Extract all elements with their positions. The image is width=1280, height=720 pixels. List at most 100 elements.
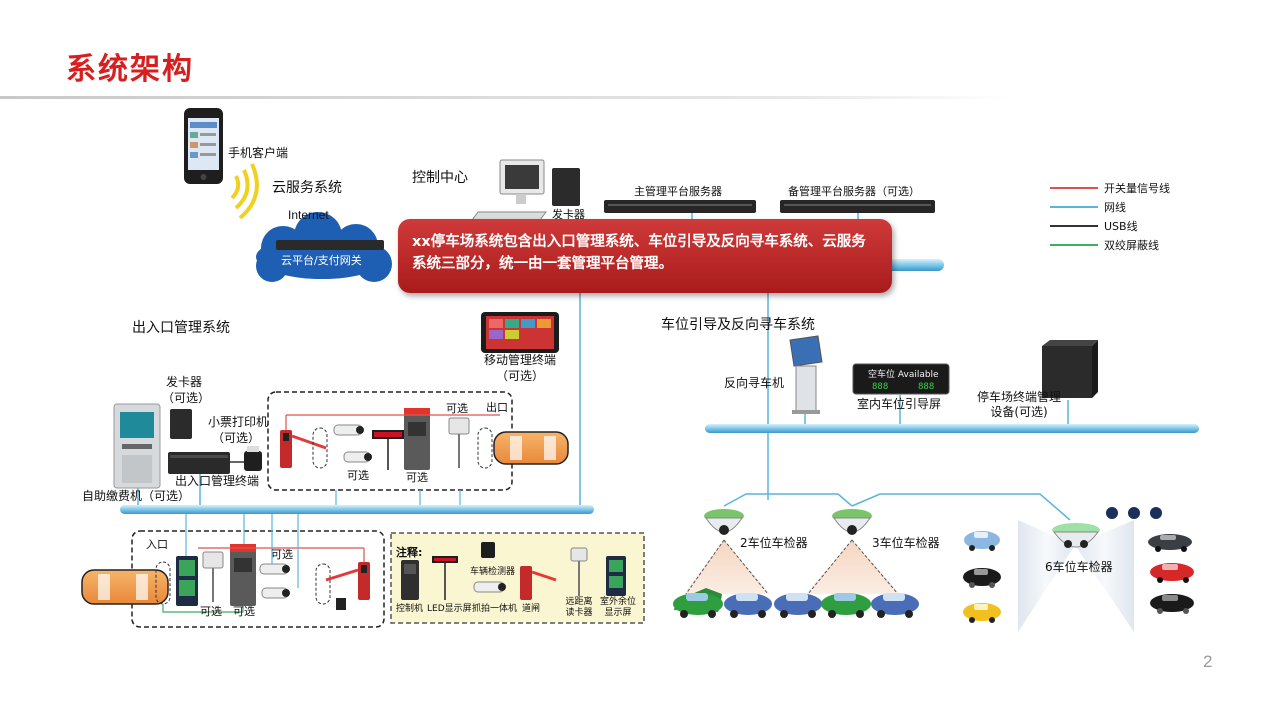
side-car-left-3: [963, 603, 1001, 623]
indoor-screen-label: 室内车位引导屏: [857, 397, 942, 411]
exit-camera-icon: [333, 424, 372, 463]
detector-2-cone: [684, 540, 770, 594]
note-outdoor-display-icon: [606, 556, 626, 596]
note-barrier-icon: [520, 566, 557, 600]
parked-car-1: [673, 588, 723, 618]
gateway-device: [276, 240, 384, 250]
note-outdoor-display-label: 室外余位显示屏: [599, 597, 636, 618]
exit-vehicle-detector-2: [477, 427, 493, 469]
note-led-screen-label: LED显示屏: [427, 604, 472, 614]
title-divider: [0, 96, 1010, 99]
legend-label-twisted-pair: 双绞屏蔽线: [1104, 239, 1159, 252]
note-capture-camera-icon: [473, 581, 506, 593]
legend-item-switch-signal: 开关量信号线: [1050, 180, 1250, 196]
internet-label: Internet: [288, 208, 329, 222]
entrance-terminal-label: 出入口管理终端: [175, 474, 260, 488]
exit-led-screen-icon: [372, 430, 404, 470]
entrance-card-issuer-icon: [170, 409, 192, 439]
exit-barrier-icon: [280, 430, 327, 468]
kiosk-label: 自助缴费机（可选）: [82, 489, 191, 503]
legend-line-usb: [1050, 225, 1098, 227]
entry-car-icon: [81, 569, 169, 605]
side-car-left-1: [964, 531, 1000, 551]
optional-mark-entry-controller: 可选: [233, 605, 255, 618]
parked-car-3: [774, 593, 822, 618]
legend-label-usb: USB线: [1104, 220, 1138, 233]
exit-car-icon: [493, 431, 569, 465]
detector-3-icon: [832, 509, 872, 535]
summary-callout-text: xx停车场系统包含出入口管理系统、车位引导及反向寻车系统、云服务系统三部分，统一…: [412, 234, 866, 272]
more-dot-1: [1106, 507, 1118, 519]
receipt-printer-icon: [244, 446, 262, 471]
detector-3-cone-b: [852, 540, 900, 594]
exit-label: 出口: [486, 401, 508, 414]
legend-label-network: 网线: [1104, 201, 1126, 214]
entry-label: 入口: [146, 538, 168, 551]
kiosk-icon: [113, 403, 161, 489]
more-dot-3: [1150, 507, 1162, 519]
entry-controller-icon: [230, 544, 256, 606]
side-car-right-1: [1148, 534, 1192, 552]
detector-6-beam-right: [1075, 520, 1134, 632]
detector-3-label: 3车位车检器: [872, 536, 940, 550]
note-card-reader-icon: [570, 547, 588, 596]
exit-card-reader-icon: [448, 417, 470, 468]
entrance-system-title: 出入口管理系统: [132, 320, 230, 336]
tablet-icon: [481, 312, 559, 353]
legend-item-twisted-pair: 双绞屏蔽线: [1050, 237, 1250, 253]
parked-car-2: [724, 593, 772, 618]
detector-6-label: 6车位车检器: [1045, 560, 1113, 574]
entry-vehicle-detector: [155, 561, 171, 605]
legend-line-switch-signal: [1050, 187, 1098, 189]
detector-6-beam-left: [1018, 520, 1075, 632]
legend-line-network: [1050, 206, 1098, 208]
backup-server-label: 备管理平台服务器（可选）: [788, 185, 920, 198]
optional-mark-exit-controller: 可选: [406, 471, 428, 484]
reverse-finder-label: 反向寻车机: [724, 376, 785, 390]
entry-vehicle-detector-2: [315, 563, 331, 605]
more-dot-2: [1128, 507, 1140, 519]
entry-camera-icon: [259, 563, 290, 599]
side-car-right-2: [1150, 563, 1194, 583]
phone-icon: [184, 108, 223, 184]
summary-callout: xx停车场系统包含出入口管理系统、车位引导及反向寻车系统、云服务系统三部分，统一…: [398, 219, 892, 293]
mobile-optional-label: （可选）: [496, 369, 545, 383]
optional-mark-exit-camera: 可选: [347, 469, 369, 482]
optional-mark-entry-camera: 可选: [271, 548, 293, 561]
indoor-guidance-screen-icon: [852, 363, 950, 395]
optional-mark-exit-reader: 可选: [446, 402, 468, 415]
entrance-card-issuer-label: 发卡器: [166, 375, 203, 389]
terminal-device-icon: [1042, 340, 1098, 398]
cloud-service-label: 云服务系统: [272, 180, 342, 196]
entry-lane-box: [131, 530, 385, 628]
terminal-device-label: 停车场终端管理设备(可选): [976, 390, 1061, 419]
detector-2-icon: [704, 509, 744, 535]
entrance-card-issuer-optional: （可选）: [162, 391, 211, 405]
side-car-right-3: [1150, 594, 1194, 614]
phone-client-label: 手机客户端: [228, 146, 289, 160]
legend-item-usb: USB线: [1050, 218, 1250, 234]
control-center-label: 控制中心: [412, 170, 468, 186]
detector-6-icon: [1052, 523, 1100, 548]
note-barrier-label: 道闸: [522, 604, 541, 614]
legend-item-network: 网线: [1050, 199, 1250, 215]
side-car-left-2: [963, 568, 1001, 588]
slide-title: 系统架构: [66, 52, 194, 87]
note-vehicle-detector-label: 车辆检测器: [470, 567, 516, 577]
entry-card-reader-icon: [202, 551, 224, 602]
legend-line-twisted-pair: [1050, 244, 1098, 246]
note-vehicle-detector-icon: [481, 542, 495, 558]
reverse-finder-icon: [789, 335, 823, 414]
control-card-issuer-label: 发卡器: [552, 208, 585, 221]
guidance-system-title: 车位引导及反向寻车系统: [661, 317, 815, 333]
note-controller-label: 控制机: [396, 604, 424, 614]
parked-car-5: [871, 593, 919, 618]
receipt-printer-label: 小票打印机: [208, 415, 269, 429]
backup-server-icon: [780, 200, 935, 213]
note-capture-camera-label: 抓拍一体机: [472, 604, 518, 614]
legend-label-switch-signal: 开关量信号线: [1104, 182, 1170, 195]
entry-barrier-icon: [325, 562, 370, 600]
notes-title: 注释:: [396, 546, 423, 559]
exit-controller-icon: [404, 408, 430, 470]
